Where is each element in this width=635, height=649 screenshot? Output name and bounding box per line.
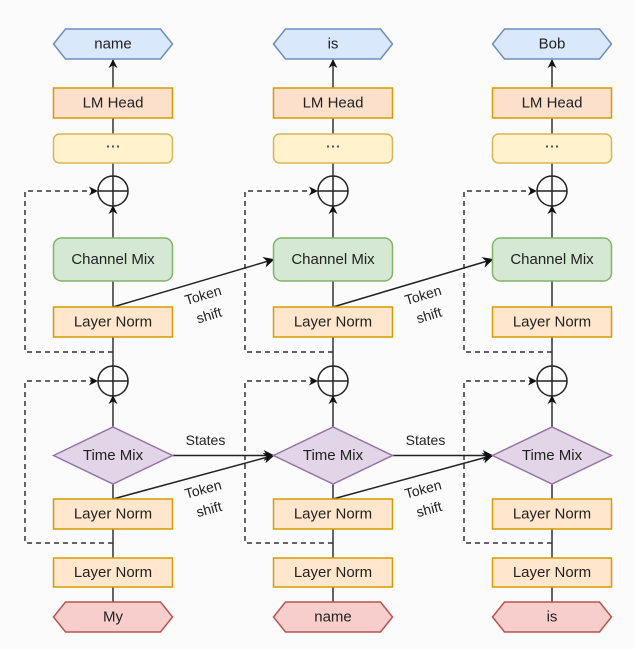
column-2-input-label: name [314, 609, 352, 626]
column-2-channel-mix [272, 237, 394, 282]
column-3-ellipsis-label: ⋯ [545, 138, 560, 155]
column-1-ellipsis-label: ⋯ [106, 138, 121, 155]
link-2-3-states-label: States [406, 432, 446, 448]
column-1-output-label: name [94, 36, 132, 53]
column-3-layer-norm-3-label: Layer Norm [513, 564, 591, 581]
column-2-time-mix-label: Time Mix [303, 447, 364, 464]
column-2-layer-norm-3 [272, 557, 394, 588]
column-3-output-label: Bob [539, 36, 566, 53]
link-1-2-shift-label-1: shift [194, 304, 223, 327]
column-1-channel-mix-label: Channel Mix [71, 251, 155, 268]
column-1-layer-norm-1 [52, 306, 174, 338]
column-1-lm-head-label: LM Head [83, 95, 144, 112]
column-3-layer-norm-3 [491, 557, 613, 588]
link-1-2-token-shift-time [112, 452, 275, 500]
link-2-3-token-shift-time [332, 452, 494, 500]
column-3-layer-norm-1 [491, 306, 613, 338]
column-3-channel-mix [491, 237, 613, 282]
column-3-ellipsis-block [491, 133, 613, 164]
column-2-lm-head-label: LM Head [303, 95, 364, 112]
column-3-input-token [491, 601, 613, 633]
link-1-2-states-label: States [186, 432, 226, 448]
column-1-time-mix [51, 426, 175, 485]
column-2-output-label: is [328, 36, 339, 53]
column-2-time-mix [271, 426, 395, 485]
column-1-ellipsis-block [52, 133, 174, 164]
column-1-input-label: My [103, 609, 123, 626]
column-3-layer-norm-2-label: Layer Norm [513, 506, 591, 523]
column-1-output-token [52, 28, 174, 60]
column-1-layer-norm-3-label: Layer Norm [74, 564, 152, 581]
column-1-channel-mix [52, 237, 174, 282]
column-2-layer-norm-3-label: Layer Norm [294, 564, 372, 581]
column-3-time-mix-label: Time Mix [522, 447, 583, 464]
column-3-lm-head-label: LM Head [522, 95, 583, 112]
link-1-2-token-shift-channel [112, 257, 275, 308]
column-2-layer-norm-1 [272, 306, 394, 338]
column-1-lm-head [52, 87, 174, 119]
column-2-lm-head [272, 87, 394, 119]
column-3-time-mix [490, 426, 614, 485]
column-2-ellipsis-label: ⋯ [326, 138, 341, 155]
column-2-layer-norm-2-label: Layer Norm [294, 506, 372, 523]
column-3-channel-mix-label: Channel Mix [510, 251, 594, 268]
column-2-channel-mix-label: Channel Mix [291, 251, 375, 268]
link-2-3-token-shift-channel [332, 257, 494, 308]
column-2-layer-norm-2 [272, 498, 394, 530]
column-1-input-token [52, 601, 174, 633]
column-3-output-token [491, 28, 613, 60]
column-1-layer-norm-3 [52, 557, 174, 588]
column-3-layer-norm-1-label: Layer Norm [513, 314, 591, 331]
link-2-3-shift-label-1: shift [414, 304, 443, 327]
column-2-input-token [272, 601, 394, 633]
column-1-layer-norm-2-label: Layer Norm [74, 506, 152, 523]
column-3-input-label: is [547, 609, 558, 626]
column-2-output-token [272, 28, 394, 60]
link-2-3-shift-label-2: shift [415, 498, 444, 520]
column-3-lm-head [491, 87, 613, 119]
column-2-layer-norm-1-label: Layer Norm [294, 314, 372, 331]
link-1-2-shift-label-2: shift [195, 498, 224, 520]
column-1-layer-norm-1-label: Layer Norm [74, 314, 152, 331]
column-1-layer-norm-2 [52, 498, 174, 530]
column-1-time-mix-label: Time Mix [83, 447, 144, 464]
column-3-layer-norm-2 [491, 498, 613, 530]
column-2-ellipsis-block [272, 133, 394, 164]
